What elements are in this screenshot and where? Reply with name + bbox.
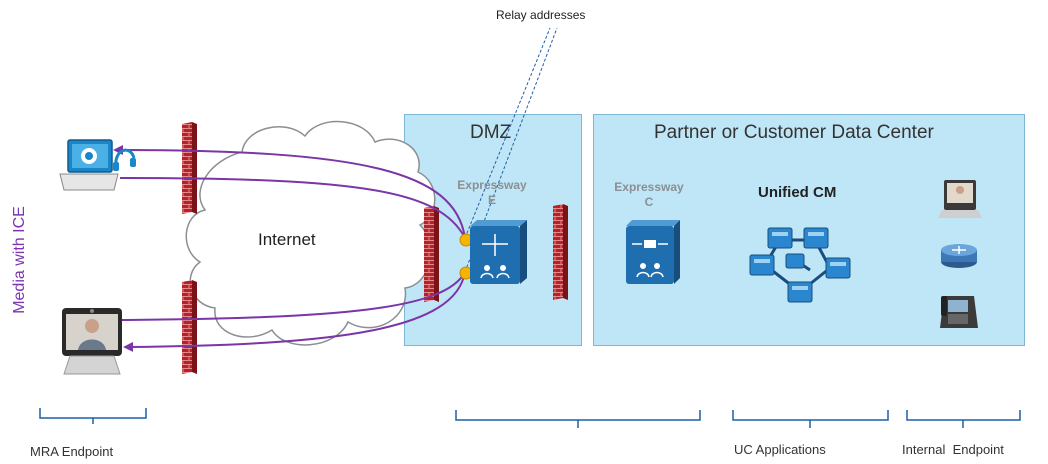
cloud-icon — [185, 120, 436, 346]
brace-uc — [732, 410, 889, 428]
uc-applications-label: UC Applications — [734, 442, 826, 457]
desk-phone-icon — [940, 296, 978, 328]
firewall-icon — [182, 122, 197, 214]
expressway-c-icon — [626, 220, 680, 284]
firewall-icon — [424, 206, 439, 302]
relay-addresses-label: Relay addresses — [496, 8, 586, 22]
router-icon — [941, 244, 977, 268]
expressway-c-label: Expressway C — [614, 180, 684, 209]
expressway-e-label: Expressway E — [457, 178, 527, 207]
datacenter-title: Partner or Customer Data Center — [654, 122, 934, 143]
relay-lines — [464, 27, 558, 273]
laptop-icon — [59, 139, 119, 191]
mra-endpoint-label: MRA Endpoint — [30, 444, 114, 459]
firewall-icon — [553, 204, 568, 300]
expressway-e-icon — [470, 220, 527, 284]
media-with-ice-label: Media with ICE — [11, 206, 28, 314]
brace-expressway — [455, 410, 701, 428]
unified-cm-cluster-icon — [749, 227, 851, 303]
video-endpoint-icon — [62, 308, 122, 375]
firewall-icon — [182, 280, 197, 374]
media-paths — [113, 145, 466, 352]
internal-endpoint-label: Internal Endpoint — [902, 442, 1004, 457]
video-phone-icon — [938, 180, 982, 218]
internet-label: Internet — [258, 230, 316, 249]
dmz-title: DMZ — [470, 122, 512, 143]
brace-mra — [39, 408, 147, 424]
brace-internal — [906, 410, 1021, 428]
headset-icon — [113, 148, 136, 171]
unified-cm-label: Unified CM — [758, 184, 837, 201]
